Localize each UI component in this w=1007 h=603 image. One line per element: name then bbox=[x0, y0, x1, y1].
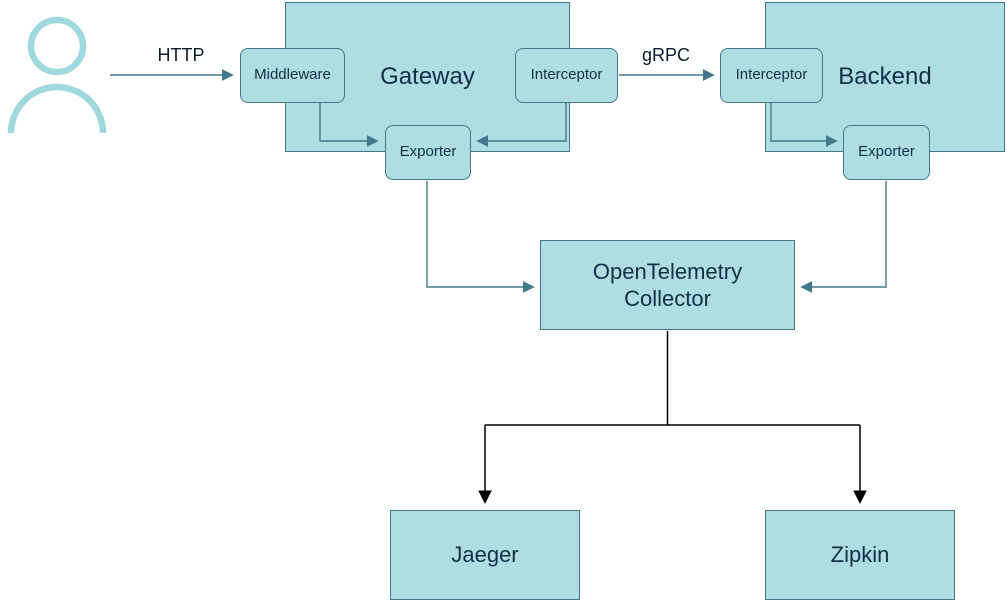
edge-label-http: HTTP bbox=[157, 45, 205, 65]
gateway-label: Gateway bbox=[380, 63, 475, 90]
zipkin-label: Zipkin bbox=[830, 542, 890, 568]
backend-label: Backend bbox=[838, 63, 932, 90]
edge-collector-branch-trunk bbox=[485, 331, 860, 426]
middleware-label: Middleware bbox=[254, 66, 331, 84]
node-gateway-interceptor: Interceptor bbox=[515, 48, 618, 103]
gateway-exporter-label: Exporter bbox=[399, 143, 457, 161]
node-backend-exporter: Exporter bbox=[843, 125, 930, 180]
backend-exporter-label: Exporter bbox=[858, 143, 915, 161]
user-icon bbox=[7, 16, 107, 134]
backend-interceptor-label: Interceptor bbox=[735, 66, 808, 84]
jaeger-label: Jaeger bbox=[451, 542, 519, 568]
node-opentelemetry-collector: OpenTelemetry Collector bbox=[540, 240, 795, 330]
node-jaeger: Jaeger bbox=[390, 510, 580, 600]
edge-label-grpc: gRPC bbox=[641, 45, 690, 65]
gateway-interceptor-label: Interceptor bbox=[530, 66, 603, 84]
collector-label-line2: Collector bbox=[624, 286, 711, 311]
node-middleware: Middleware bbox=[240, 48, 345, 103]
node-gateway-exporter: Exporter bbox=[385, 125, 471, 180]
edge-backend-exporter-to-collector bbox=[800, 181, 887, 293]
edge-gateway-exporter-to-collector bbox=[426, 181, 535, 293]
collector-label-line1: OpenTelemetry bbox=[592, 258, 743, 284]
node-zipkin: Zipkin bbox=[765, 510, 955, 600]
node-backend-interceptor: Interceptor bbox=[720, 48, 823, 103]
